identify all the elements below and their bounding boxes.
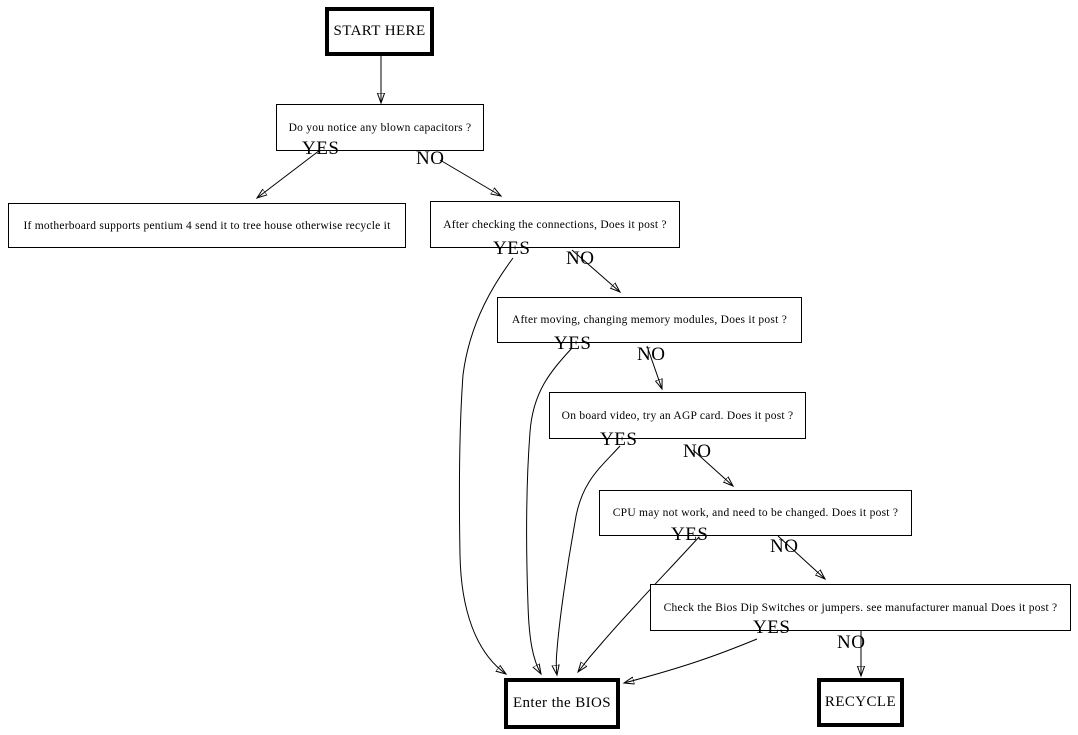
- node-memory-modules: After moving, changing memory modules, D…: [497, 297, 802, 343]
- node-pentium4-tree-house: If motherboard supports pentium 4 send i…: [8, 203, 406, 248]
- edge-label-video-no: NO: [683, 441, 712, 462]
- edge-label-video-yes: YES: [600, 429, 638, 450]
- node-recycle-label: RECYCLE: [824, 694, 897, 710]
- edge-video-yes-curve: [556, 445, 621, 675]
- node-memory-modules-label: After moving, changing memory modules, D…: [511, 314, 788, 326]
- node-cpu-change-label: CPU may not work, and need to be changed…: [612, 507, 899, 519]
- edge-label-dip-yes: YES: [753, 617, 791, 638]
- node-bios-dip-switches: Check the Bios Dip Switches or jumpers. …: [650, 584, 1071, 631]
- edge-dip-yes-curve: [624, 638, 758, 683]
- node-check-connections: After checking the connections, Does it …: [430, 201, 680, 248]
- node-onboard-video-agp: On board video, try an AGP card. Does it…: [549, 392, 806, 439]
- node-blown-capacitors: Do you notice any blown capacitors ?: [276, 104, 484, 151]
- node-pentium4-tree-house-label: If motherboard supports pentium 4 send i…: [23, 219, 391, 232]
- node-start-label: START HERE: [333, 23, 426, 39]
- node-enter-bios: Enter the BIOS: [504, 678, 620, 729]
- node-enter-bios-label: Enter the BIOS: [512, 695, 612, 711]
- edge-label-connections-no: NO: [566, 248, 595, 269]
- node-cpu-change: CPU may not work, and need to be changed…: [599, 490, 912, 536]
- edge-label-capacitors-yes: YES: [302, 138, 340, 159]
- node-onboard-video-agp-label: On board video, try an AGP card. Does it…: [561, 409, 794, 422]
- edge-label-connections-yes: YES: [493, 238, 531, 259]
- edge-label-capacitors-no: NO: [416, 148, 445, 169]
- edge-label-memory-yes: YES: [554, 333, 592, 354]
- edge-label-memory-no: NO: [637, 344, 666, 365]
- edge-label-cpu-yes: YES: [671, 524, 709, 545]
- edge-label-cpu-no: NO: [770, 536, 799, 557]
- node-start: START HERE: [325, 7, 434, 56]
- edge-label-dip-no: NO: [837, 632, 866, 653]
- node-recycle: RECYCLE: [817, 678, 904, 727]
- edge-capacitors-no: [439, 159, 501, 196]
- node-bios-dip-switches-label: Check the Bios Dip Switches or jumpers. …: [663, 601, 1058, 614]
- node-check-connections-label: After checking the connections, Does it …: [443, 218, 667, 231]
- node-blown-capacitors-label: Do you notice any blown capacitors ?: [288, 121, 472, 134]
